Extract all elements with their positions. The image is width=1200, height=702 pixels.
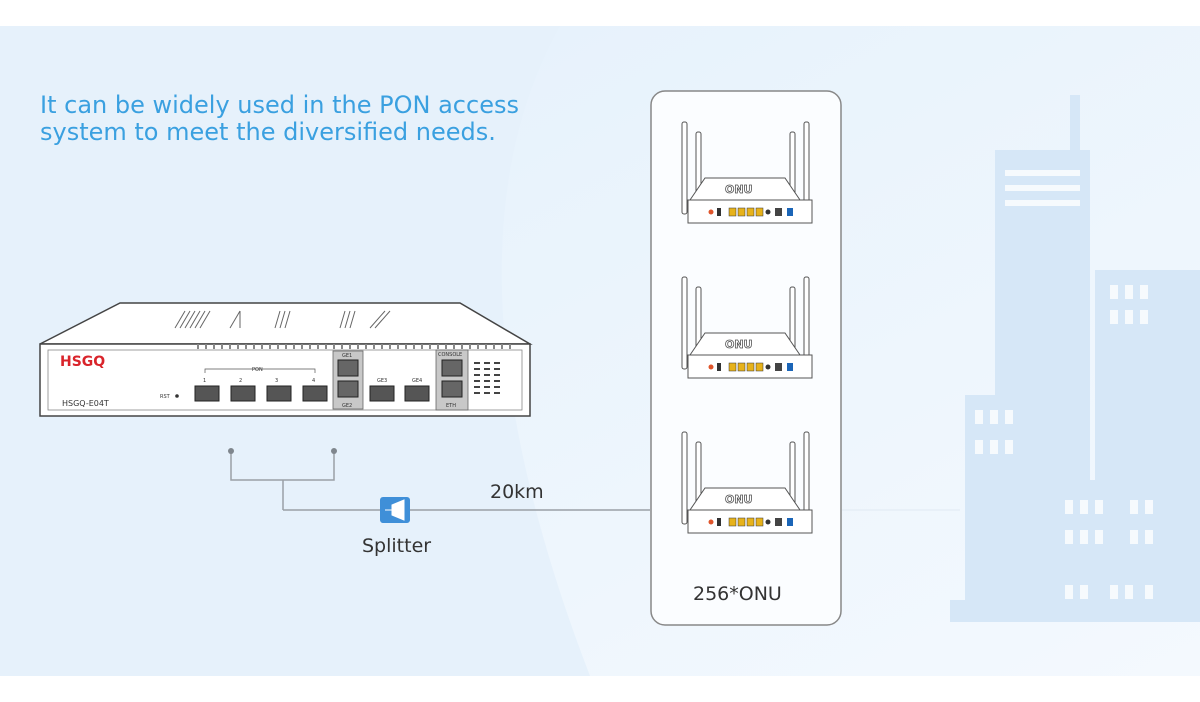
console-port[interactable]	[441, 359, 463, 377]
pon-port-1[interactable]	[194, 385, 220, 402]
ge2-label: GE2	[342, 403, 352, 409]
fiber-connections	[230, 451, 960, 511]
rst-button[interactable]	[175, 394, 179, 398]
status-led-panel	[474, 362, 500, 394]
olt-brand-logo: HSGQ	[60, 354, 105, 370]
pon-port-4-label: 4	[312, 378, 315, 384]
ge1-port[interactable]	[337, 359, 359, 377]
fiber-end-1	[228, 448, 234, 454]
pon-group-label: PON	[252, 367, 263, 373]
olt-vent-grille	[174, 310, 391, 329]
distance-label: 20km	[490, 481, 544, 503]
ge1-label: GE1	[342, 353, 352, 359]
ge3-port[interactable]	[369, 385, 395, 402]
pon-port-1-label: 1	[203, 378, 206, 384]
onu-2-brand: ONU	[725, 338, 753, 351]
splitter-label: Splitter	[362, 535, 431, 557]
onu-1-brand: ONU	[725, 183, 753, 196]
eth-port[interactable]	[441, 380, 463, 398]
pon-port-2[interactable]	[230, 385, 256, 402]
headline-line-2: system to meet the diversified needs.	[40, 118, 496, 146]
onu-device-3: ONU	[681, 431, 813, 534]
pon-port-3-label: 3	[275, 378, 278, 384]
splitter-icon	[380, 497, 410, 523]
console-eth-block	[435, 349, 469, 411]
rst-label: RST	[160, 394, 171, 400]
onu-3-brand: ONU	[725, 493, 753, 506]
pon-port-3[interactable]	[266, 385, 292, 402]
olt-top-ribs	[197, 344, 511, 349]
ge2-port[interactable]	[337, 380, 359, 398]
fiber-end-2	[331, 448, 337, 454]
onu-2-ports	[708, 362, 793, 372]
onu-1-ports	[708, 207, 793, 217]
ge3-label: GE3	[377, 378, 387, 384]
console-label: CONSOLE	[438, 352, 462, 358]
headline-line-1: It can be widely used in the PON access	[40, 91, 519, 119]
onu-device-1: ONU	[681, 121, 813, 224]
onu-3-ports	[708, 517, 793, 527]
building-windows	[975, 170, 1153, 599]
onu-count-label: 256*ONU	[693, 583, 782, 605]
onu-device-2: ONU	[681, 276, 813, 379]
olt-device: HSGQ HSGQ-E04T RST PON 1 2 3 4 GE1 GE2 G…	[39, 302, 533, 417]
ge4-port[interactable]	[404, 385, 430, 402]
buildings-illustration	[950, 95, 1200, 622]
pon-port-2-label: 2	[239, 378, 242, 384]
ge4-label: GE4	[412, 378, 422, 384]
pon-port-4[interactable]	[302, 385, 328, 402]
pon-bracket	[204, 368, 316, 373]
olt-model-label: HSGQ-E04T	[62, 399, 109, 408]
eth-label: ETH	[446, 403, 456, 409]
